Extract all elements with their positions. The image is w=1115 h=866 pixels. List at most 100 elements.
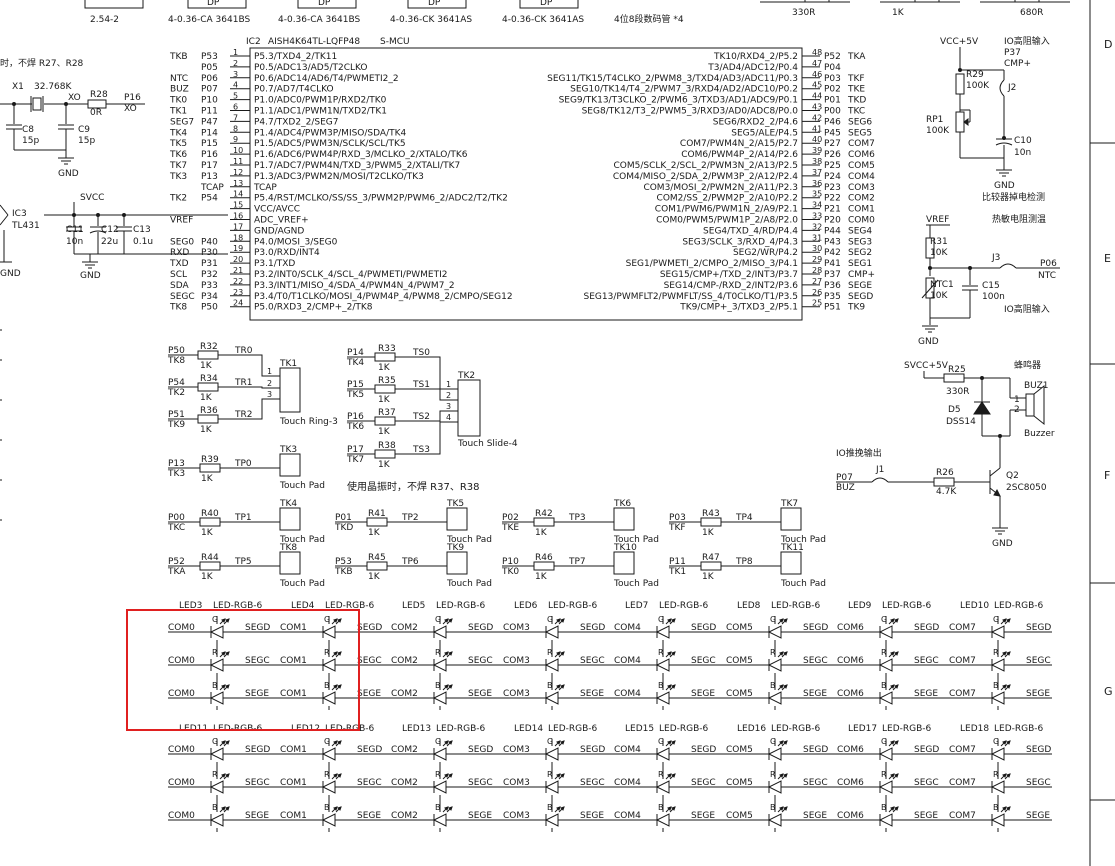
mcu-left-net: TK4 bbox=[169, 128, 187, 138]
led-seg-label: SEGD bbox=[914, 745, 939, 755]
led-color-label: G bbox=[658, 615, 664, 624]
r25-ref: R25 bbox=[948, 365, 966, 375]
mcu-right-pin: 34 bbox=[812, 201, 822, 210]
xo-label: XO bbox=[68, 93, 81, 103]
mcu-right-port: P52 bbox=[824, 52, 841, 62]
pad-res-ref: R40 bbox=[201, 509, 219, 519]
mcu-right-net: SEG6 bbox=[848, 117, 872, 127]
led-color-label: R bbox=[547, 770, 553, 779]
pad-port: P03 bbox=[669, 513, 686, 523]
ring-signal: TR2 bbox=[234, 410, 252, 420]
slide-signal: TS0 bbox=[412, 348, 430, 358]
cmp-label: CMP+ bbox=[1004, 59, 1031, 69]
led-seg-label: SEGC bbox=[803, 778, 828, 788]
led-seg-label: SEGC bbox=[357, 656, 382, 666]
ntc1-value: 10K bbox=[930, 291, 948, 301]
c11-ref: C11 bbox=[66, 225, 84, 235]
mcu-left-pin: 11 bbox=[233, 157, 243, 166]
resistor-value: 1K bbox=[892, 8, 905, 18]
led-com-label: COM6 bbox=[837, 745, 864, 755]
mcu-left-pin: 23 bbox=[233, 288, 243, 297]
pad-port: P53 bbox=[335, 557, 352, 567]
j3-ref: J3 bbox=[991, 253, 1000, 263]
led-color-label: B bbox=[435, 803, 441, 812]
display-description: 4位8段数码管 *4 bbox=[614, 13, 684, 25]
mcu-left-pin: 17 bbox=[233, 222, 243, 231]
led-color-label: B bbox=[324, 681, 330, 690]
led-seg-label: SEGE bbox=[1026, 689, 1050, 699]
led-seg-label: SEGD bbox=[245, 623, 270, 633]
led-com-label: COM7 bbox=[949, 656, 976, 666]
slide-port: P15 bbox=[347, 380, 364, 390]
mcu-right-port: P20 bbox=[824, 216, 841, 226]
mcu-right-pin: 48 bbox=[812, 48, 822, 57]
mcu-left-port: P13 bbox=[201, 172, 218, 182]
pad-res-val: 1K bbox=[201, 528, 214, 538]
led-ref: LED18 bbox=[960, 724, 989, 734]
led-seg-label: SEGD bbox=[468, 623, 493, 633]
mcu-right-net: COM3 bbox=[848, 183, 875, 193]
mcu-right-function: SEG9/TK13/T3CLKO_2/PWM6_3/TXD3/AD1/ADC9/… bbox=[559, 96, 798, 106]
led-color-label: B bbox=[993, 681, 999, 690]
led-com-label: COM4 bbox=[614, 778, 641, 788]
mcu-right-function: COM7/PWM4N_2/A15/P2.7 bbox=[680, 139, 798, 149]
pad-label: Touch Pad bbox=[613, 579, 659, 589]
led-com-label: COM3 bbox=[503, 689, 530, 699]
led-ref: LED15 bbox=[625, 724, 654, 734]
mcu-left-function: VCC/AVCC bbox=[254, 205, 300, 215]
led-part: LED-RGB-6 bbox=[548, 724, 598, 734]
slide-res-ref: R37 bbox=[378, 408, 396, 418]
mcu-left-pin: 4 bbox=[233, 81, 238, 90]
led-com-label: COM1 bbox=[280, 811, 307, 821]
ring-pin: 3 bbox=[267, 390, 272, 399]
j2-ref: J2 bbox=[1007, 83, 1016, 93]
mcu-left-net: VREF bbox=[170, 216, 193, 226]
mcu-left-net: SEG7 bbox=[170, 117, 194, 127]
led-seg-label: SEGE bbox=[803, 811, 827, 821]
mcu-right-port: P27 bbox=[824, 139, 841, 149]
mcu-left-port: P47 bbox=[201, 117, 218, 127]
mcu-left-port: P05 bbox=[201, 63, 218, 73]
pad-res-val: 1K bbox=[368, 572, 381, 582]
mcu-left-pin: 7 bbox=[233, 113, 238, 122]
q2-ref: Q2 bbox=[1006, 471, 1019, 481]
pad-res-val: 1K bbox=[535, 528, 548, 538]
led-com-label: COM2 bbox=[391, 623, 418, 633]
gnd-label: GND bbox=[58, 169, 79, 179]
resistor-value: 330R bbox=[792, 8, 815, 18]
led-seg-label: SEGD bbox=[691, 623, 716, 633]
touch-ring-label: Touch Ring-3 bbox=[279, 417, 338, 427]
led-com-label: COM6 bbox=[837, 778, 864, 788]
part-number: 4-0.36-CA 3641BS bbox=[168, 15, 250, 25]
mcu-right-function: SEG10/TK14/T4_2/PWM7_3/RXD4/AD2/ADC10/P0… bbox=[570, 85, 798, 95]
pad-port: P52 bbox=[168, 557, 185, 567]
slide-res-val: 1K bbox=[378, 395, 391, 405]
led-ref: LED8 bbox=[737, 601, 761, 611]
led-seg-label: SEGE bbox=[691, 689, 715, 699]
mcu-body bbox=[249, 47, 803, 321]
pad-res-val: 1K bbox=[368, 528, 381, 538]
mcu-right-net: COM0 bbox=[848, 216, 875, 226]
slide-res-val: 1K bbox=[378, 460, 391, 470]
led-seg-label: SEGE bbox=[580, 689, 604, 699]
r26-ref: R26 bbox=[936, 468, 954, 478]
mcu-left-function: GND/AGND bbox=[254, 226, 304, 236]
slide-pin: 1 bbox=[446, 380, 451, 389]
mcu-right-function: COM1/PWM6/PWM1N_2/A9/P2.1 bbox=[655, 205, 798, 215]
r31-value: 10K bbox=[930, 248, 948, 258]
pad-res-val: 1K bbox=[201, 572, 214, 582]
mcu-right-function: SEG8/TK12/T3_2/PWM5_3/RXD3/AD0/ADC8/P0.0 bbox=[582, 107, 799, 117]
mcu-right-port: P01 bbox=[824, 96, 841, 106]
mcu-left-pin: 20 bbox=[233, 255, 243, 264]
led-seg-label: SEGC bbox=[914, 656, 939, 666]
led-com-label: COM5 bbox=[726, 811, 753, 821]
gnd-label: GND bbox=[994, 181, 1015, 191]
r28-ref: R28 bbox=[90, 90, 108, 100]
ring-res-ref: R32 bbox=[200, 342, 218, 352]
svcc-label: SVCC bbox=[80, 193, 104, 203]
mcu-left-net: TK2 bbox=[169, 194, 187, 204]
led-seg-label: SEGE bbox=[245, 689, 269, 699]
